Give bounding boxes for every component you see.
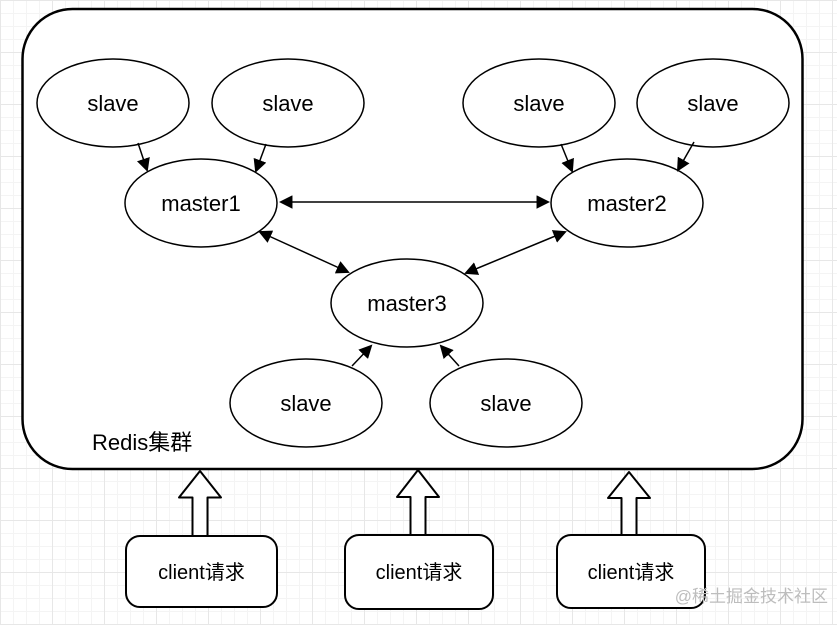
edge-slave5-master3 — [351, 344, 373, 367]
client-request-1: client请求 — [125, 535, 278, 608]
edge-slave4-master2 — [676, 141, 695, 172]
node-slave-top-left-2: slave — [211, 58, 365, 148]
edge-slave2-master1 — [253, 143, 267, 173]
slave-ellipse — [229, 358, 383, 448]
node-master2: master2 — [550, 158, 704, 248]
master2-ellipse — [550, 158, 704, 248]
slave-label: slave — [480, 391, 531, 416]
slave-label: slave — [687, 91, 738, 116]
block-arrow-up-2 — [396, 469, 440, 536]
master1-label: master1 — [161, 191, 240, 216]
node-slave-top-right-1: slave — [462, 58, 616, 148]
client-label: client请求 — [376, 561, 463, 584]
slave-ellipse — [636, 58, 790, 148]
client-label: client请求 — [158, 561, 245, 584]
master3-ellipse — [330, 258, 484, 348]
slave-ellipse — [462, 58, 616, 148]
slave-label: slave — [280, 391, 331, 416]
slave-label: slave — [87, 91, 138, 116]
master1-ellipse — [124, 158, 278, 248]
master3-label: master3 — [367, 291, 446, 316]
slave-ellipse — [429, 358, 583, 448]
edge-master2-master3 — [464, 230, 567, 275]
node-master1: master1 — [124, 158, 278, 248]
node-master3: master3 — [330, 258, 484, 348]
slave-ellipse — [211, 58, 365, 148]
node-slave-bottom-2: slave — [429, 358, 583, 448]
block-arrow-up-1 — [178, 470, 222, 537]
node-slave-top-right-2: slave — [636, 58, 790, 148]
client-box — [344, 534, 494, 610]
node-slave-top-left-1: slave — [36, 58, 190, 148]
block-arrow-up-3 — [607, 471, 651, 536]
client-box — [125, 535, 278, 608]
edge-slave3-master2 — [560, 143, 574, 173]
client-box — [556, 534, 706, 609]
cluster-container — [21, 7, 804, 471]
cluster-label: Redis集群 — [92, 430, 192, 455]
edge-master1-master3 — [258, 230, 350, 274]
slave-label: slave — [262, 91, 313, 116]
client-request-3: client请求 — [556, 534, 706, 609]
edge-slave1-master1 — [136, 142, 150, 172]
node-slave-bottom-1: slave — [229, 358, 383, 448]
slave-label: slave — [513, 91, 564, 116]
client-request-2: client请求 — [344, 534, 494, 610]
watermark: @稀土掘金技术社区 — [675, 587, 828, 606]
slave-ellipse — [36, 58, 190, 148]
client-label: client请求 — [588, 561, 675, 584]
master2-label: master2 — [587, 191, 666, 216]
edge-slave6-master3 — [439, 344, 460, 367]
